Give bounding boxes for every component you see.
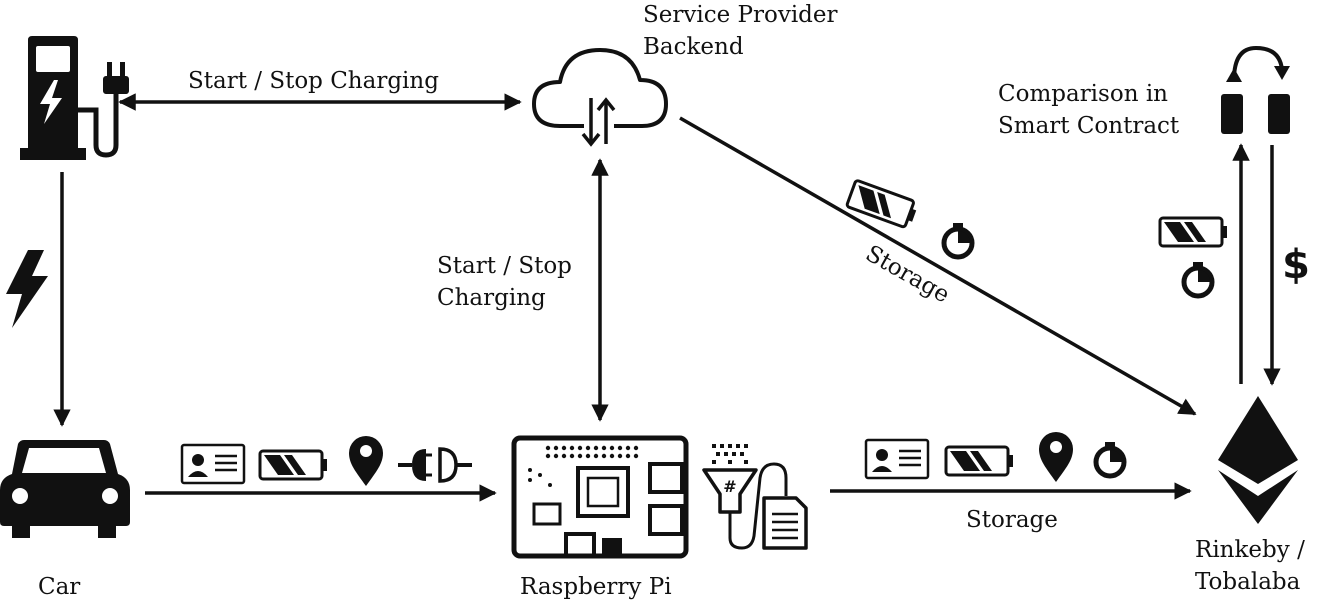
id-card-icon	[864, 438, 930, 480]
location-pin-icon	[349, 436, 383, 486]
timer-icon	[1184, 262, 1212, 296]
chain-label-line2: Tobalaba	[1195, 569, 1301, 595]
battery-icon	[1158, 216, 1229, 248]
location-pin-icon	[1039, 432, 1073, 482]
car-icon	[0, 440, 130, 538]
pi-chain-label: Storage	[966, 507, 1058, 533]
hash-filter-icon: #	[702, 444, 788, 550]
cloud-sync-icon	[532, 48, 668, 147]
chain-label-line1: Rinkeby /	[1195, 537, 1305, 563]
dollar-icon: $	[1282, 242, 1310, 288]
compare-swap-icon	[1221, 45, 1290, 134]
id-card-icon	[180, 443, 246, 485]
backend-label-line2: Backend	[643, 34, 744, 60]
svg-text:#: #	[723, 477, 736, 496]
backend-pi-label-line2: Charging	[437, 285, 546, 311]
edge-backend-chain	[679, 116, 1197, 416]
lightning-bolt-icon	[6, 250, 48, 328]
plug-icon	[398, 447, 472, 483]
timer-icon	[944, 223, 972, 257]
timer-icon	[1096, 442, 1124, 476]
backend-pi-label-line1: Start / Stop	[437, 253, 572, 279]
backend-label-line1: Service Provider	[643, 2, 838, 28]
pi-label: Raspberry Pi	[520, 574, 672, 600]
circuit-board-icon	[511, 435, 689, 559]
ethereum-icon	[1218, 396, 1298, 524]
backend-chain-label: Storage	[861, 241, 954, 309]
ev-charger-icon	[20, 36, 129, 160]
charger-backend-label: Start / Stop Charging	[188, 68, 439, 94]
car-label: Car	[38, 574, 80, 600]
contract-label-line1: Comparison in	[998, 81, 1168, 107]
battery-icon	[944, 445, 1015, 477]
document-icon	[762, 496, 808, 550]
battery-icon	[258, 449, 329, 481]
contract-label-line2: Smart Contract	[998, 113, 1180, 139]
